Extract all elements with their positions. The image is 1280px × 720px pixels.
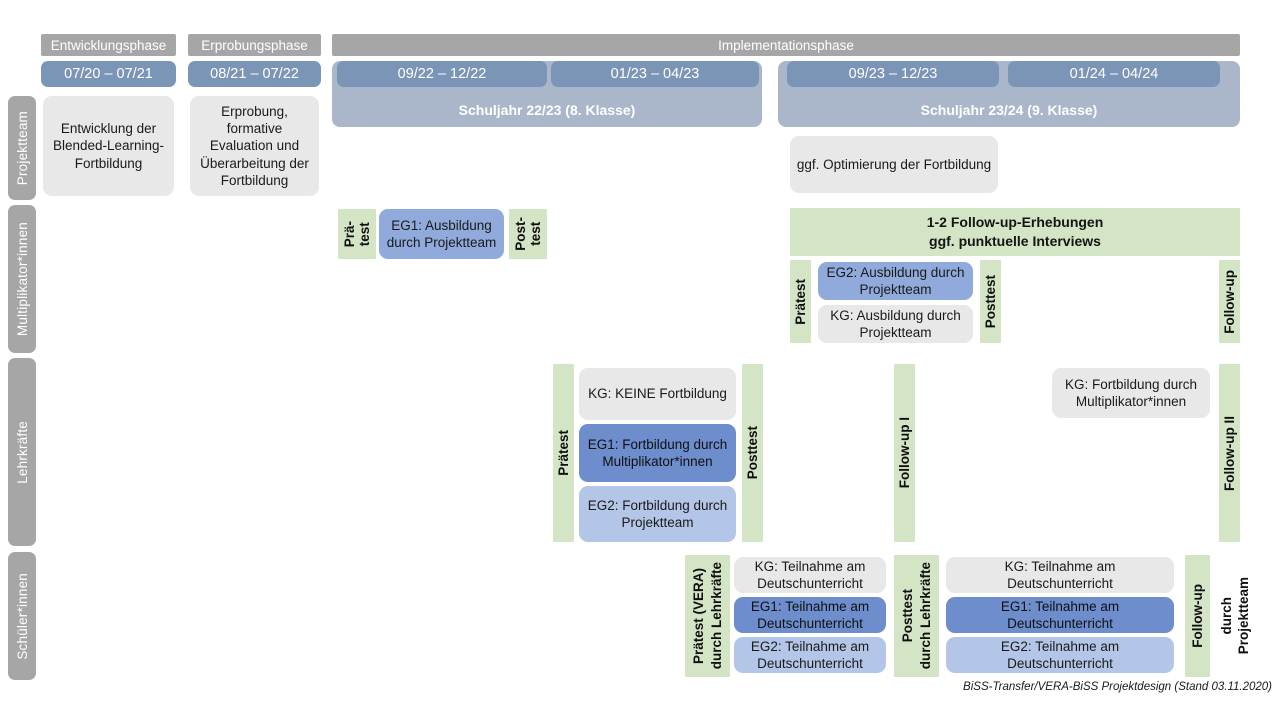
date-bar-0123-0423: 01/23 – 04/23 — [551, 61, 759, 87]
label-praetest-line1: Prä- — [341, 220, 357, 248]
card-lehrkraefte-kg-fortbildung: KG: Fortbildung durch Multiplikator*inne… — [1052, 368, 1210, 418]
card-multiplikatoren-eg2: EG2: Ausbildung durch Projektteam — [818, 262, 973, 300]
row-label-multiplikatoren: Multiplikator*innen — [8, 205, 36, 353]
label-posttest-multiplikatoren-2: Posttest — [982, 274, 998, 329]
label-praetest-vera-schueler: Prätest (VERA) — [691, 567, 707, 665]
card-multiplikatoren-kg: KG: Ausbildung durch Projektteam — [818, 305, 973, 343]
label-followup1-lehrkraefte: Follow-up I — [896, 417, 912, 489]
date-bar-0922-1222: 09/22 – 12/22 — [337, 61, 547, 87]
footer-credit: BiSS-Transfer/VERA-BiSS Projektdesign (S… — [963, 681, 1272, 693]
card-schueler-eg1-b: EG1: Teilnahme am Deutschunterricht — [946, 597, 1174, 633]
phase-header-erprobungsphase: Erprobungsphase — [188, 34, 321, 56]
green-praetest-multiplikatoren-1: Prä- test — [338, 209, 376, 259]
row-label-schueler: Schüler*innen — [8, 552, 36, 680]
green-followup1-lehrkraefte: Follow-up I — [894, 364, 915, 542]
label-posttest-schueler: Posttest — [900, 589, 916, 643]
label-praetest-multiplikatoren-1: Prä- test — [342, 221, 372, 247]
green-followup-multiplikatoren: Follow-up — [1219, 260, 1240, 343]
card-schueler-eg2-a: EG2: Teilnahme am Deutschunterricht — [734, 637, 886, 673]
card-schueler-kg-b: KG: Teilnahme am Deutschunterricht — [946, 557, 1174, 593]
card-lehrkraefte-eg2: EG2: Fortbildung durch Projektteam — [579, 486, 736, 542]
green-praetest-lehrkraefte: Prätest — [553, 364, 574, 542]
card-lehrkraefte-kg-keine: KG: KEINE Fortbildung — [579, 368, 736, 420]
label-followup-sub-schueler-wrap: durch Projektteam — [1210, 555, 1260, 677]
phase-header-entwicklungsphase: Entwicklungsphase — [41, 34, 176, 56]
row-label-lehrkraefte-text: Lehrkräfte — [14, 420, 30, 484]
date-bar-0720-0721: 07/20 – 07/21 — [41, 61, 176, 87]
card-lehrkraefte-eg1: EG1: Fortbildung durch Multiplikator*inn… — [579, 424, 736, 482]
green-praetest-schueler: Prätest (VERA) durch Lehrkräfte — [685, 555, 730, 677]
green-posttest-multiplikatoren-2: Posttest — [980, 260, 1001, 343]
row-label-multiplikatoren-text: Multiplikator*innen — [14, 221, 30, 337]
label-posttest-lehrkraefte: Posttest — [744, 426, 760, 480]
green-praetest-multiplikatoren-2: Prätest — [790, 260, 811, 343]
label-followup-sub-durch: durch — [1218, 597, 1234, 635]
label-praetest-lehrkraefte: Prätest — [555, 430, 571, 476]
row-label-schueler-text: Schüler*innen — [14, 572, 30, 660]
label-followup2-lehrkraefte: Follow-up II — [1221, 415, 1237, 491]
band-followup-erhebungen: 1-2 Follow-up-Erhebungen ggf. punktuelle… — [790, 208, 1240, 256]
green-posttest-multiplikatoren-1: Post- test — [509, 209, 547, 259]
label-followup-multiplikatoren: Follow-up — [1221, 269, 1237, 334]
green-posttest-schueler: Posttest durch Lehrkräfte — [894, 555, 939, 677]
label-praetest-vera-sub-schueler: durch Lehrkräfte — [708, 562, 724, 670]
date-bar-0923-1223: 09/23 – 12/23 — [787, 61, 999, 87]
row-label-projektteam: Projektteam — [8, 96, 36, 200]
row-label-lehrkraefte: Lehrkräfte — [8, 358, 36, 546]
band-followup-line2: ggf. punktuelle Interviews — [929, 233, 1101, 249]
card-schueler-eg1-a: EG1: Teilnahme am Deutschunterricht — [734, 597, 886, 633]
green-posttest-lehrkraefte: Posttest — [742, 364, 763, 542]
label-followup-sub-projektteam: Projektteam — [1236, 577, 1251, 655]
row-label-projektteam-text: Projektteam — [14, 110, 30, 186]
label-posttest-multiplikatoren-1: Post- test — [513, 217, 543, 251]
label-followup-schueler: Follow-up — [1189, 584, 1205, 648]
label-posttest-sub-schueler: durch Lehrkräfte — [917, 562, 933, 670]
phase-header-implementationsphase: Implementationsphase — [332, 34, 1240, 56]
label-praetest-multiplikatoren-2: Prätest — [792, 278, 808, 325]
label-praetest-line2: test — [357, 221, 372, 246]
card-projektteam-erprobung: Erprobung, formative Evaluation und Über… — [190, 96, 319, 196]
card-projektteam-entwicklung: Entwicklung der Blended-Learning-Fortbil… — [43, 96, 174, 196]
band-followup-line1: 1-2 Follow-up-Erhebungen — [926, 214, 1104, 231]
green-followup-schueler: Follow-up — [1185, 555, 1210, 677]
card-schueler-kg-a: KG: Teilnahme am Deutschunterricht — [734, 557, 886, 593]
date-bar-0124-0424: 01/24 – 04/24 — [1008, 61, 1220, 87]
card-schueler-eg2-b: EG2: Teilnahme am Deutschunterricht — [946, 637, 1174, 673]
label-posttest-line2: test — [528, 222, 543, 247]
green-followup2-lehrkraefte: Follow-up II — [1219, 364, 1240, 542]
card-multiplikatoren-eg1: EG1: Ausbildung durch Projektteam — [379, 209, 504, 259]
date-bar-0821-0722: 08/21 – 07/22 — [188, 61, 321, 87]
card-projektteam-optimierung: ggf. Optimierung der Fortbildung — [790, 136, 998, 193]
label-posttest-line1: Post- — [512, 217, 528, 251]
